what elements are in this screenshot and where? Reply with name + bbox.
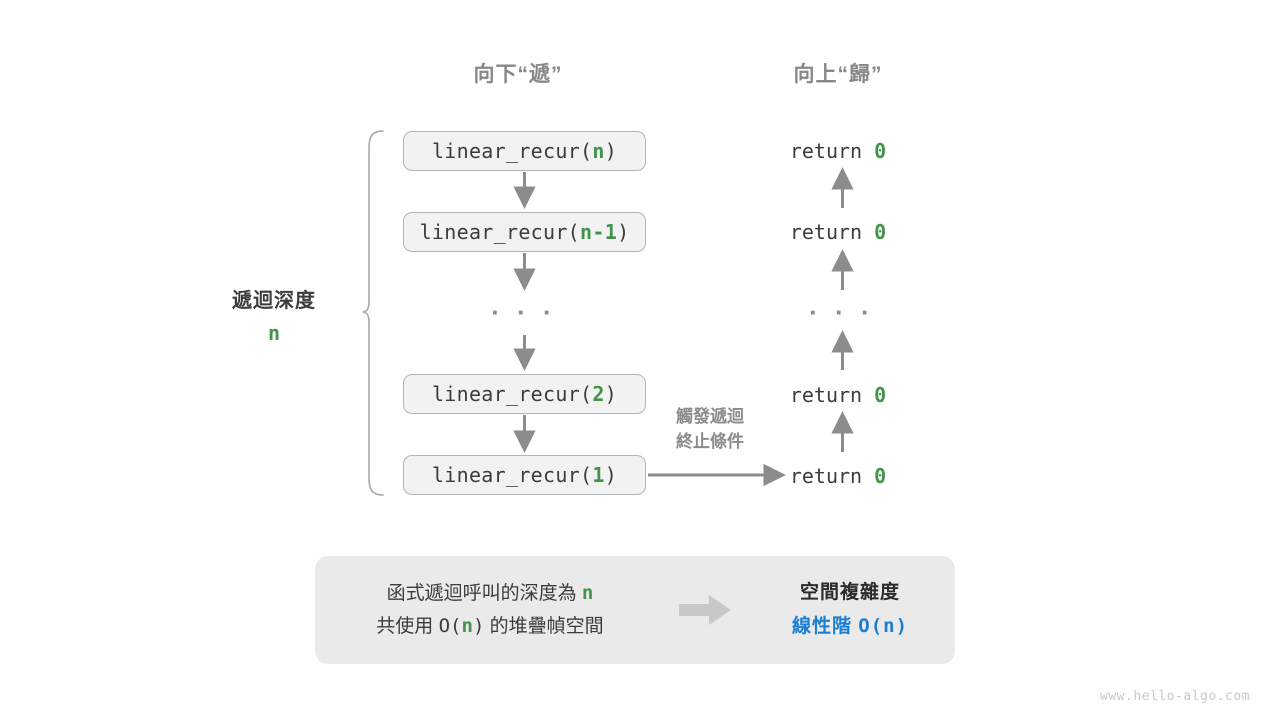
call-box-arg: n-1 [580,220,618,244]
summary-line-2: 共使用 O(n) 的堆疊幀空間 [315,610,665,643]
call-box-arg: 2 [592,382,605,406]
call-box-suffix: ) [604,139,618,163]
summary-result-value: 線性階 O(n) [745,610,955,643]
termination-condition-note: 觸發遞迴 終止條件 [676,405,744,454]
return-label-level-n-minus-1: return 0 [728,220,948,244]
recursion-depth-label: 遞迴深度 n [232,284,316,345]
call-box-prefix: linear_recur( [431,463,593,487]
call-box-arg: 1 [592,463,605,487]
column-header-descend: 向下“遞” [473,63,563,86]
return-label-level-n: return 0 [728,139,948,163]
call-box-prefix: linear_recur( [431,382,593,406]
summary-line-2-mono-close: ) [472,615,485,637]
summary-description: 函式遞迴呼叫的深度為 n 共使用 O(n) 的堆疊幀空間 [315,577,665,644]
return-keyword: return [789,220,863,244]
call-box-suffix: ) [617,220,630,244]
summary-line-2-highlight: n [461,615,473,637]
depth-brace [362,130,384,496]
call-column-ellipsis: · · · [491,297,557,327]
column-header-ascend: 向上“歸” [793,63,883,86]
call-box-prefix: linear_recur( [431,139,593,163]
call-box-suffix: ) [604,463,618,487]
summary-implies-arrow [665,593,745,627]
return-keyword: return [789,383,863,407]
return-value: 0 [874,139,887,163]
summary-result-bigo: O(n) [858,614,909,637]
summary-result: 空間複雜度 線性階 O(n) [745,577,955,643]
summary-line-2-mono-open: O( [438,615,462,637]
return-column-ellipsis: · · · [809,297,875,327]
site-watermark: www.hello-algo.com [1100,689,1250,704]
return-value: 0 [874,383,887,407]
return-value: 0 [874,220,887,244]
call-box-prefix: linear_recur( [419,220,581,244]
call-box-1[interactable]: linear_recur(1) [403,455,646,495]
return-keyword: return [789,464,863,488]
summary-result-title: 空間複雜度 [799,582,900,604]
termination-note-line-1: 觸發遞迴 [676,407,744,426]
summary-line-2-prefix: 共使用 [376,616,434,637]
call-box-suffix: ) [604,382,618,406]
return-value: 0 [874,464,887,488]
recursion-depth-title: 遞迴深度 [232,290,316,312]
summary-line-2-suffix: 的堆疊幀空間 [489,616,604,637]
call-box-n-minus-1[interactable]: linear_recur(n-1) [403,212,646,252]
recursion-depth-value: n [267,321,281,345]
complexity-summary-panel: 函式遞迴呼叫的深度為 n 共使用 O(n) 的堆疊幀空間 空間複雜度 線性階 O… [315,556,955,664]
call-box-2[interactable]: linear_recur(2) [403,374,646,414]
return-label-level-2: return 0 [728,383,948,407]
summary-line-1-text: 函式遞迴呼叫的深度為 [386,582,577,604]
summary-line-1: 函式遞迴呼叫的深度為 n [315,577,665,610]
termination-note-line-2: 終止條件 [676,431,744,451]
return-label-level-1: return 0 [728,464,948,488]
call-box-arg: n [592,139,605,163]
call-box-n[interactable]: linear_recur(n) [403,131,646,171]
summary-result-order: 線性階 [791,615,852,637]
return-keyword: return [789,139,863,163]
right-block-arrow-icon [679,595,731,625]
summary-line-1-highlight: n [581,581,594,604]
